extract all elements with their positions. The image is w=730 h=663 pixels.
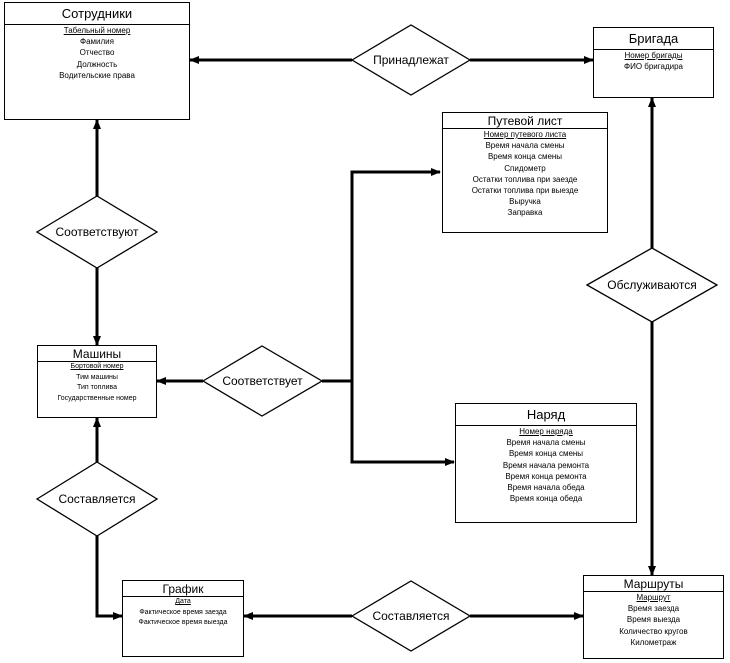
entity-schedule: График Дата Фактическое время заезда Фак… [122, 580, 244, 657]
entity-title: Бригада [594, 28, 713, 50]
entity-title: Маршруты [584, 576, 723, 592]
attribute: Должность [76, 59, 118, 69]
attribute-primary-key: Бортовой номер [70, 363, 124, 370]
attribute: Тип топлива [77, 384, 117, 391]
relationship-belong-diamond [350, 24, 472, 96]
attribute: Время конца смены [487, 152, 563, 162]
attribute-primary-key: Номер путевого листа [483, 130, 567, 139]
relationship-compose-schedule-diamond [35, 461, 159, 537]
attribute: Километраж [630, 637, 677, 647]
attribute-primary-key: Табельный номер [63, 26, 131, 35]
entity-waybill: Путевой лист Номер путевого листа Время … [442, 112, 608, 233]
entity-brigade: Бригада Номер бригады ФИО бригадира [593, 27, 714, 98]
attribute: Время начала смены [506, 438, 586, 448]
entity-title: Машины [38, 346, 156, 362]
attribute: ФИО бригадира [623, 62, 683, 72]
entity-machines: Машины Бортовой номер Тим машины Тип топ… [37, 345, 157, 418]
attribute: Количество кругов [619, 626, 688, 636]
attribute-primary-key: Маршрут [636, 593, 671, 602]
attribute: Время конца ремонта [505, 471, 587, 481]
attribute: Остатки топлива при выезде [471, 186, 579, 196]
attribute: Время начала ремонта [502, 460, 590, 470]
attribute: Государственные номер [57, 394, 137, 402]
entity-title: Путевой лист [443, 113, 607, 129]
relationship-served-diamond [585, 247, 719, 323]
attribute-primary-key: Номер наряда [519, 427, 573, 436]
attribute: Остатки топлива при заезде [472, 174, 578, 184]
attribute: Спидометр [504, 163, 546, 173]
attribute-primary-key: Дата [175, 598, 191, 605]
connector-to-waybill [322, 168, 441, 383]
attribute: Фактическое время заезда [139, 608, 227, 616]
attribute: Фамилия [80, 37, 114, 47]
entity-title: Сотрудники [5, 3, 189, 25]
attribute: Отчество [79, 48, 115, 58]
connector-to-order [350, 381, 455, 466]
attribute: Водительские права [59, 70, 135, 80]
attribute: Время конца смены [508, 449, 584, 459]
entity-routes: Маршруты Маршрут Время заезда Время выез… [583, 575, 724, 659]
attribute: Фактическое время выезда [138, 619, 228, 626]
attribute-primary-key: Номер бригады [624, 51, 683, 60]
relationship-correspond-employees-diamond [35, 195, 159, 269]
entity-order: Наряд Номер наряда Время начала смены Вр… [455, 403, 637, 523]
connector-compose-schedule [95, 536, 123, 620]
attribute: Время начала обеда [507, 483, 585, 493]
attribute: Время выезда [626, 615, 681, 625]
attribute: Время начала смены [485, 141, 565, 151]
relationship-correspond-machines-diamond [201, 345, 324, 417]
attribute: Время заезда [627, 604, 680, 614]
attribute: Тим машины [76, 373, 118, 381]
entity-employees: Сотрудники Табельный номер Фамилия Отчес… [4, 2, 190, 120]
attribute: Заправка [507, 208, 543, 218]
relationship-compose-routes-diamond [350, 580, 472, 652]
entity-title: График [123, 581, 243, 597]
attribute: Время конца обеда [509, 494, 583, 504]
entity-title: Наряд [456, 404, 636, 426]
attribute: Выручка [509, 197, 541, 207]
